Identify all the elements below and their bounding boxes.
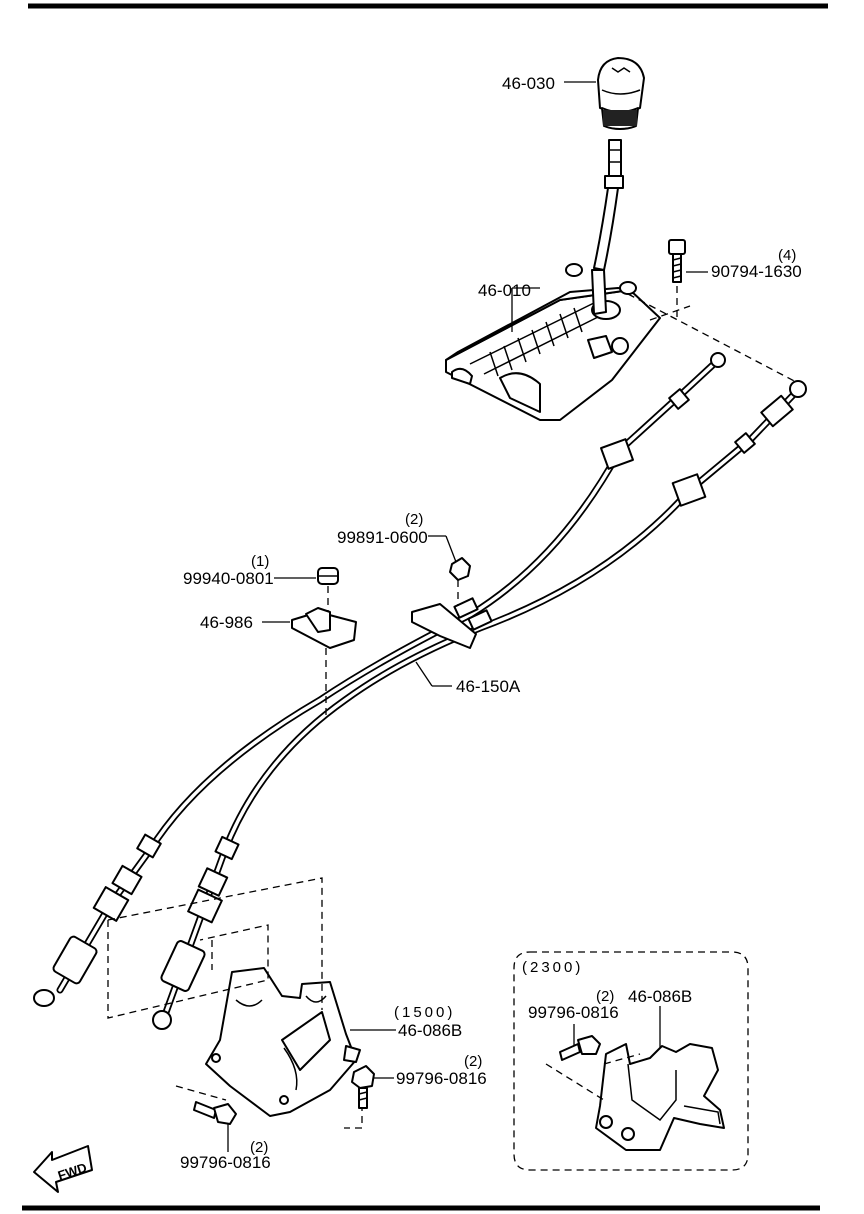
shift-knob[interactable]	[597, 57, 645, 130]
inset-bolt-line-2	[603, 1053, 641, 1065]
label-clip: 46-986	[200, 613, 253, 632]
label-clip-nut: 99940-0801	[183, 569, 274, 588]
shift-cable[interactable]	[33, 352, 807, 1030]
label-inset-bracket: 46-086B	[628, 987, 692, 1006]
shift-lever-base[interactable]	[445, 263, 661, 421]
callout-leaders	[227, 81, 708, 1152]
cable-clip[interactable]	[291, 607, 357, 649]
qty-bracket-bolt-bottom: (2)	[250, 1139, 268, 1156]
label-bracket-bolt-right: 99796-0816	[396, 1069, 487, 1088]
label-bracket-bolt-bottom: 99796-0816	[180, 1153, 271, 1172]
qty-lever-bolt: (4)	[778, 247, 796, 264]
label-shift-knob: 46-030	[502, 74, 555, 93]
qty-inset-bolt: (2)	[596, 988, 614, 1005]
inset-2300	[513, 951, 749, 1171]
label-shift-lever-base: 46-010	[478, 281, 531, 300]
qty-clip-nut: (1)	[251, 553, 269, 570]
cable-bracket-1500[interactable]	[205, 967, 361, 1117]
label-cable-nut: 99891-0600	[337, 528, 428, 547]
bracket-bolt-right[interactable]	[351, 1065, 375, 1109]
inset-bolt[interactable]	[559, 1035, 601, 1061]
shift-lever-rod	[593, 139, 624, 271]
inset-bolt-line	[545, 1063, 605, 1101]
bracket-bolt-bottom[interactable]	[193, 1101, 237, 1125]
bracket-outline	[107, 877, 323, 1019]
label-inset-bolt: 99796-0816	[528, 1003, 619, 1022]
qty-bracket-bolt-right: (2)	[464, 1053, 482, 1070]
bracket-bolt-line	[175, 1085, 227, 1101]
cable-nut[interactable]	[449, 557, 471, 581]
inset-frame	[513, 951, 749, 1171]
clip-nut[interactable]	[317, 567, 339, 585]
qty-cable-nut: (2)	[405, 511, 423, 528]
label-shift-cable: 46-150A	[456, 677, 521, 696]
label-bracket: 46-086B	[398, 1021, 462, 1040]
inset-bracket[interactable]	[595, 1043, 725, 1151]
label-bracket-variant: (1500)	[394, 1004, 455, 1021]
inset-variant-label: (2300)	[522, 959, 583, 976]
lever-bolt[interactable]	[668, 239, 686, 283]
label-lever-bolt: 90794-1630	[711, 262, 802, 281]
base-alignment-line	[627, 293, 801, 385]
fwd-arrow-icon: FWD	[33, 1145, 93, 1193]
